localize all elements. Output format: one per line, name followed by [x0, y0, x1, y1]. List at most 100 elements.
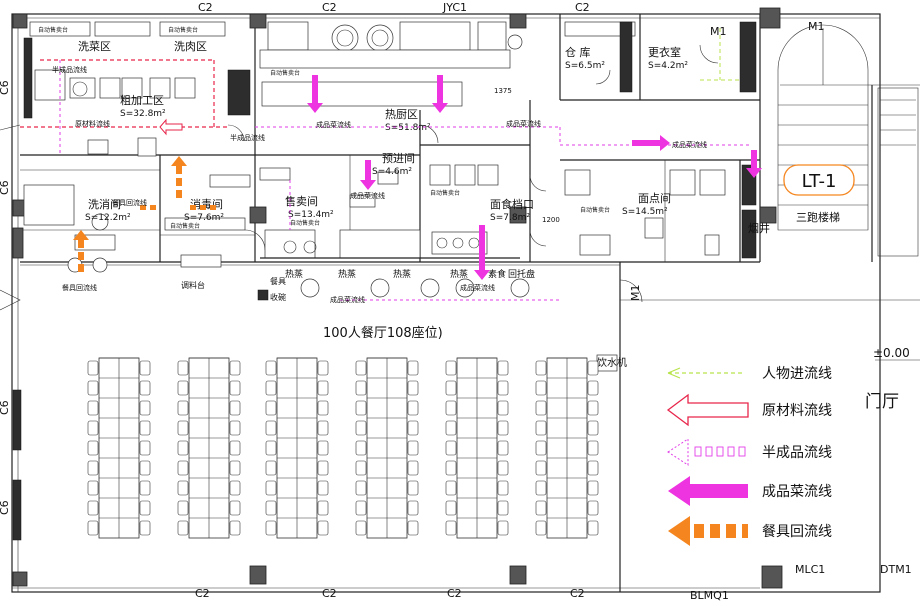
chair — [229, 420, 241, 436]
chair — [139, 420, 151, 436]
room-noodle-stall: 面食档口 — [490, 197, 534, 211]
flow-tag-finished: 成品菜流线 — [506, 119, 541, 128]
axis-left-3: C6 — [0, 400, 11, 415]
chair — [497, 360, 509, 376]
chair — [317, 480, 329, 496]
room-rough-prep: 粗加工区 — [120, 94, 164, 107]
flow-tag-return: 餐具回流线 — [62, 283, 97, 292]
flow-tag-return: 餐具回流线 — [112, 198, 147, 207]
axis-top-4: C2 — [575, 1, 590, 14]
axis-top-2: C2 — [322, 1, 337, 14]
level-label: ±0.00 — [873, 346, 910, 360]
room-rough-prep-area: S=32.8m² — [120, 109, 166, 119]
chair — [139, 360, 151, 376]
chair — [177, 460, 189, 476]
chair — [229, 520, 241, 536]
legend-item-semi: 半成品流线 — [667, 438, 832, 466]
counter-label: 热蒸 — [338, 268, 356, 280]
room-dishwash-area: S=12.2m² — [85, 213, 131, 223]
chair — [177, 440, 189, 456]
chair — [535, 460, 547, 476]
flow-tag-finished: 成品菜流线 — [460, 283, 495, 292]
dimension-label: 1200 — [542, 216, 560, 224]
stair-label: 三跑楼梯 — [796, 210, 840, 224]
chair — [497, 400, 509, 416]
chair — [407, 460, 419, 476]
chair — [229, 380, 241, 396]
room-dishwash: 洗消间 — [88, 197, 121, 211]
chair — [407, 380, 419, 396]
chair — [497, 420, 509, 436]
chair — [229, 460, 241, 476]
chair — [497, 500, 509, 516]
chair — [139, 440, 151, 456]
structural-columns — [12, 7, 783, 589]
chair — [87, 520, 99, 536]
chair — [587, 400, 599, 416]
equipment-tiny-labels: 自动售卖台 自动售卖台 自动售卖台 自动售卖台 自动售卖台 自动售卖台 自动售卖… — [38, 26, 610, 230]
chair — [535, 380, 547, 396]
chair — [317, 380, 329, 396]
chair — [407, 480, 419, 496]
chair — [445, 480, 457, 496]
chair — [407, 440, 419, 456]
chair — [317, 500, 329, 516]
chair — [445, 500, 457, 516]
dining-tables — [87, 357, 599, 539]
door-hall-label: 门厅 — [865, 392, 899, 412]
chair — [587, 500, 599, 516]
chair — [87, 480, 99, 496]
chair — [587, 420, 599, 436]
chair — [317, 360, 329, 376]
legend-item-finished: 成品菜流线 — [668, 476, 832, 506]
chair — [535, 440, 547, 456]
axis-top-1: C2 — [198, 1, 213, 14]
counter-label: 热蒸 — [393, 268, 411, 280]
room-storage: 仓 库 — [565, 45, 591, 59]
chair — [177, 400, 189, 416]
chair — [407, 520, 419, 536]
chair — [139, 400, 151, 416]
axis-top-3: JYC1 — [442, 1, 467, 14]
chair — [445, 400, 457, 416]
room-wash-meat: 洗肉区 — [174, 40, 207, 53]
stair-badge: LT-1 三跑楼梯 — [783, 164, 855, 224]
axis-bottom-1: C2 — [195, 587, 210, 600]
chair — [535, 480, 547, 496]
chair — [587, 440, 599, 456]
chair — [407, 360, 419, 376]
chair — [587, 360, 599, 376]
legend-label: 原材料流线 — [762, 403, 832, 419]
chair — [355, 420, 367, 436]
chair — [355, 520, 367, 536]
chair — [317, 460, 329, 476]
chair — [497, 460, 509, 476]
chair — [265, 480, 277, 496]
flow-tag-finished: 成品菜流线 — [316, 120, 351, 129]
chair — [229, 440, 241, 456]
chair — [265, 520, 277, 536]
room-disinfect-area: S=7.6m² — [184, 213, 224, 223]
chair — [355, 480, 367, 496]
collect-label: 收碗 — [270, 292, 286, 302]
chair — [535, 500, 547, 516]
axis-left-2: C6 — [0, 180, 11, 195]
axis-bottom-2: C2 — [322, 587, 337, 600]
chair — [587, 480, 599, 496]
flow-lines: 成品菜流线 成品菜流线 成品菜流线 成品菜流线 成品菜流线 成品菜流线 半成品流… — [20, 28, 762, 304]
counter-label: 热蒸 — [450, 268, 468, 280]
tray-return-label: 回托盘 — [508, 268, 535, 280]
chair — [587, 380, 599, 396]
svg-text:自动售卖台: 自动售卖台 — [170, 222, 200, 230]
chair — [535, 420, 547, 436]
chair — [355, 440, 367, 456]
room-pastry-area: S=14.5m² — [622, 207, 668, 217]
chair — [445, 460, 457, 476]
legend-label: 餐具回流线 — [762, 524, 832, 540]
counter-label: 素食 — [488, 268, 506, 280]
axis-right-m1: M1 — [629, 285, 642, 302]
chair — [265, 440, 277, 456]
chair — [317, 400, 329, 416]
room-sales-area: S=13.4m² — [288, 210, 334, 220]
